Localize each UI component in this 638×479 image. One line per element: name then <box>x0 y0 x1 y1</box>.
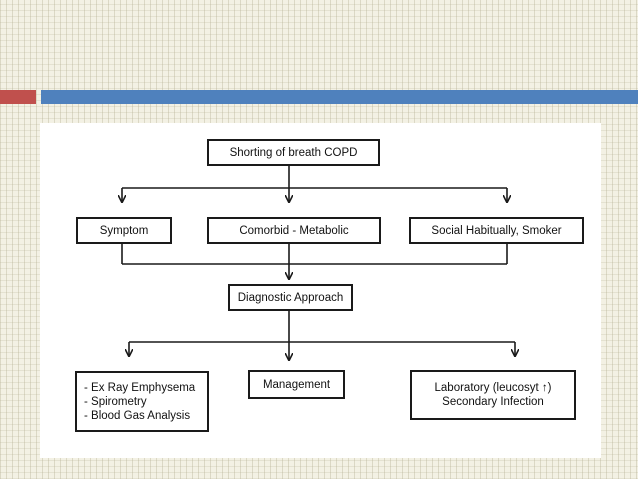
node-comorbid: Comorbid - Metabolic <box>207 217 381 244</box>
test-item: - Spirometry <box>84 395 147 408</box>
node-tests: - Ex Ray Emphysema - Spirometry - Blood … <box>75 371 209 432</box>
node-social: Social Habitually, Smoker <box>409 217 584 244</box>
test-item: - Ex Ray Emphysema <box>84 381 196 394</box>
accent-bar-red <box>0 90 36 104</box>
laboratory-line: Laboratory (leucosyt ↑) <box>434 382 552 394</box>
node-symptom: Symptom <box>76 217 172 244</box>
node-root: Shorting of breath COPD <box>207 139 380 166</box>
test-item: - Blood Gas Analysis <box>84 409 191 422</box>
node-management: Management <box>248 370 345 399</box>
node-diagnostic-approach: Diagnostic Approach <box>228 284 353 311</box>
accent-bar-blue <box>41 90 638 104</box>
node-laboratory: Laboratory (leucosyt ↑) Secondary Infect… <box>410 370 576 420</box>
laboratory-line: Secondary Infection <box>442 396 544 408</box>
